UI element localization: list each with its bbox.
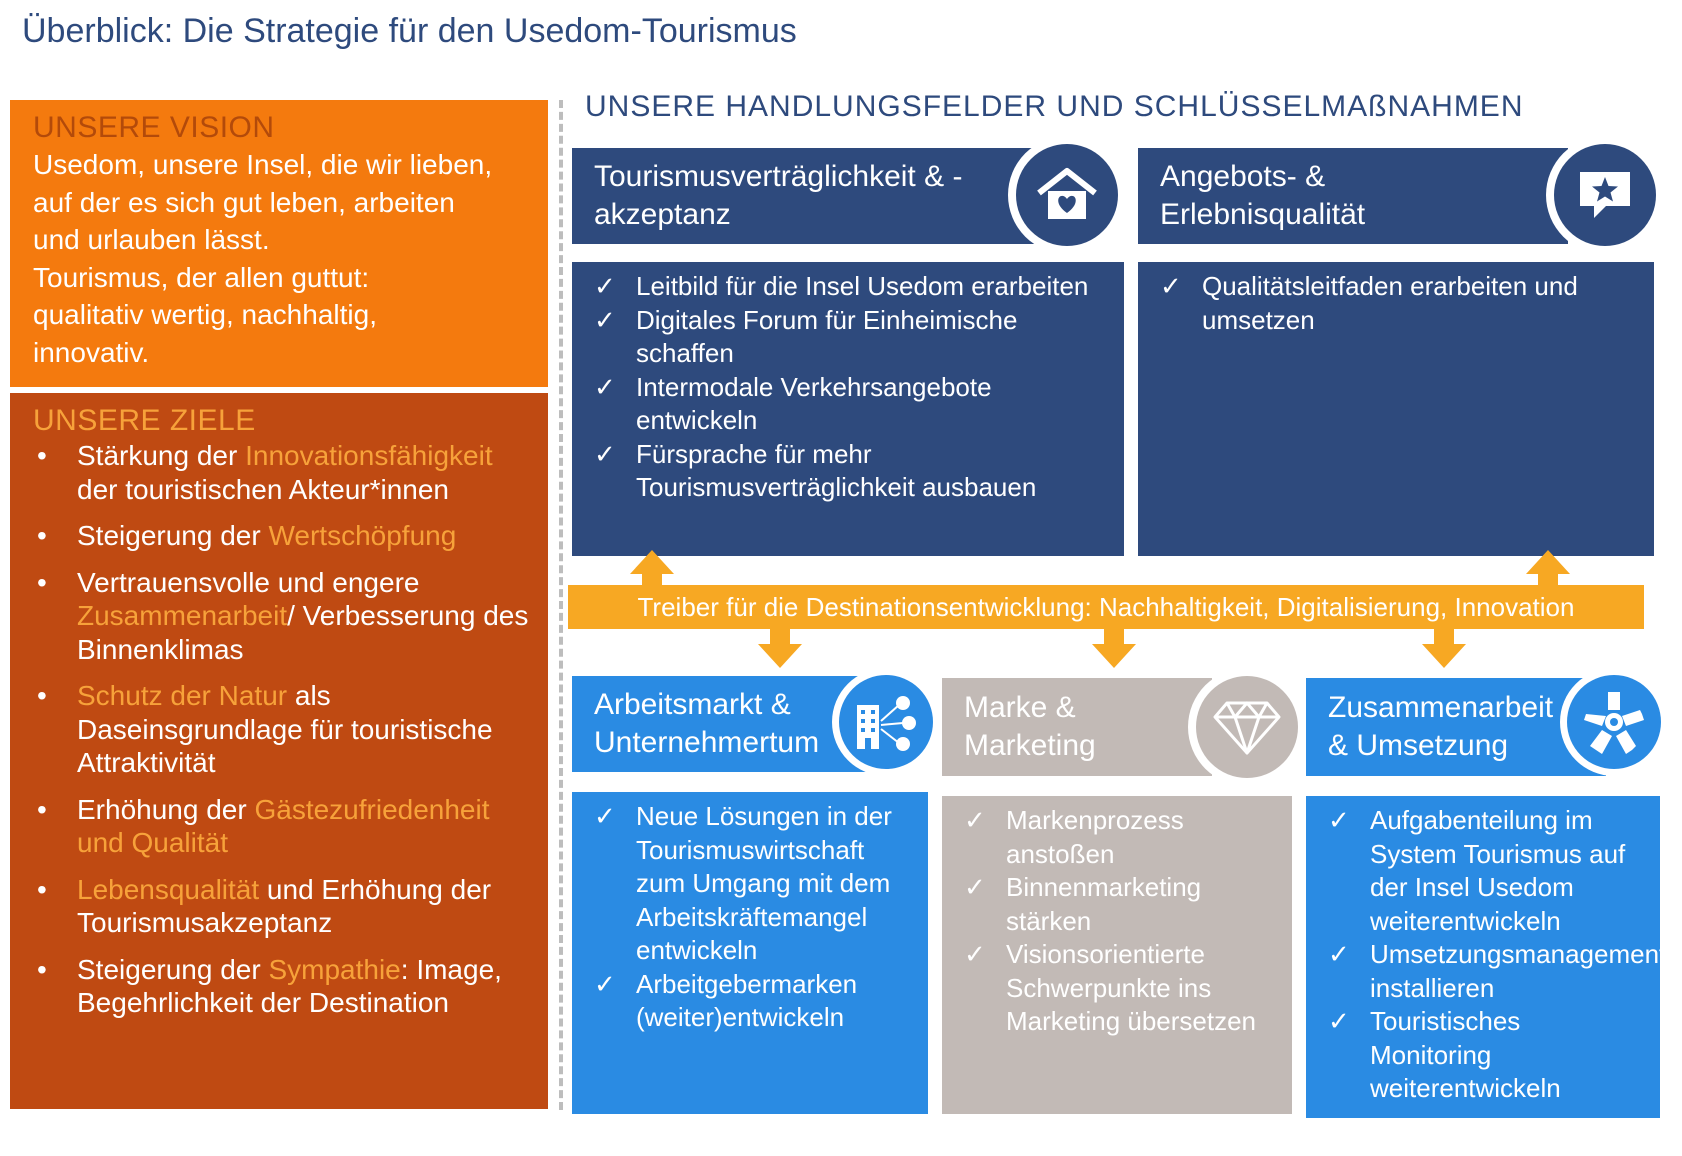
goals-list: •Stärkung der Innovationsfähigkeit der t… bbox=[33, 439, 530, 1020]
goal-highlight: Innovationsfähigkeit bbox=[245, 440, 493, 471]
driver-band: Treiber für die Destinationsentwicklung:… bbox=[568, 585, 1644, 629]
goal-highlight: Lebensqualität bbox=[77, 873, 260, 905]
goal-highlight: Wertschöpfung bbox=[268, 520, 457, 551]
measure-item: ✓Qualitätsleitfaden erarbeiten und umset… bbox=[1160, 271, 1578, 335]
goal-item: •Lebensqualität und Erhöhung der Tourism… bbox=[37, 873, 492, 939]
goal-highlight: Gästezufriedenheit und Qualität bbox=[77, 793, 490, 859]
measure-item: ✓Touristisches Monitoring weiterentwicke… bbox=[1328, 1006, 1561, 1103]
bullet-icon: • bbox=[37, 566, 47, 598]
measure-item: ✓Umsetzungsmanagement installieren bbox=[1328, 939, 1667, 1003]
check-icon: ✓ bbox=[594, 271, 616, 301]
goal-highlight: Zusammenarbeit bbox=[77, 600, 288, 631]
measure-item: ✓Binnenmarketing stärken bbox=[964, 872, 1202, 936]
vision-line: Usedom, unsere Insel, die wir lieben, bbox=[33, 149, 493, 180]
goal-item: •Steigerung der Wertschöpfung bbox=[37, 520, 457, 551]
measure-item: ✓Leitbild für die Insel Usedom erarbeite… bbox=[594, 270, 1110, 304]
card-icon-ring bbox=[1546, 136, 1664, 254]
bullet-icon: • bbox=[37, 520, 47, 551]
card-icon-ring bbox=[1188, 668, 1306, 786]
card-title: Angebots- & Erlebnisqualität bbox=[1160, 160, 1366, 231]
goal-item: •Schutz der Natur als Daseinsgrundlage f… bbox=[37, 680, 493, 778]
measure-list: ✓Aufgabenteilung im System Tourismus auf… bbox=[1328, 804, 1667, 1106]
arrow-up-icon bbox=[1526, 550, 1570, 588]
card-body-quality: ✓Qualitätsleitfaden erarbeiten und umset… bbox=[1138, 262, 1654, 556]
joined-hands-icon bbox=[1567, 675, 1661, 769]
goal-item: •Erhöhung der Gästezufriedenheit und Qua… bbox=[37, 793, 490, 859]
check-icon: ✓ bbox=[964, 939, 986, 969]
card-body-tourism: ✓Leitbild für die Insel Usedom erarbeite… bbox=[572, 262, 1124, 556]
measure-item: ✓Arbeitgebermarken (weiter)entwickeln bbox=[594, 968, 858, 1033]
goal-highlight: Sympathie bbox=[268, 953, 401, 985]
goal-highlight: Schutz der Natur bbox=[77, 680, 288, 711]
card-body-cooperation: ✓Aufgabenteilung im System Tourismus auf… bbox=[1306, 796, 1667, 1118]
arrow-down-icon bbox=[1092, 628, 1136, 668]
check-icon: ✓ bbox=[1328, 1006, 1350, 1036]
card-title: Marke & Marketing bbox=[964, 691, 1096, 762]
measure-item: ✓Neue Lösungen in der Tourismuswirtschaf… bbox=[594, 801, 892, 965]
measure-list: ✓Leitbild für die Insel Usedom erarbeite… bbox=[594, 270, 1110, 505]
measure-list: ✓Neue Lösungen in der Tourismuswirtschaf… bbox=[594, 800, 914, 1035]
card-header-cooperation: Zusammenarbeit & Umsetzung bbox=[1306, 678, 1606, 776]
arrow-down-icon bbox=[1422, 628, 1466, 668]
building-network-icon bbox=[839, 675, 933, 769]
vision-line: auf der es sich gut leben, arbeiten bbox=[33, 186, 455, 218]
bullet-icon: • bbox=[37, 680, 47, 711]
fields-heading: UNSERE HANDLUNGSFELDER UND SCHLÜSSELMAßN… bbox=[585, 90, 1524, 123]
measure-list: ✓Markenprozess anstoßen ✓Binnenmarketing… bbox=[964, 804, 1278, 1039]
check-icon: ✓ bbox=[964, 805, 986, 835]
check-icon: ✓ bbox=[594, 968, 616, 999]
diamond-icon bbox=[1196, 676, 1298, 778]
card-body-labour: ✓Neue Lösungen in der Tourismuswirtschaf… bbox=[572, 792, 928, 1114]
page-title: Überblick: Die Strategie für den Usedom-… bbox=[22, 12, 797, 50]
bullet-icon: • bbox=[37, 440, 47, 471]
star-speech-bubble-icon bbox=[1554, 144, 1656, 246]
check-icon: ✓ bbox=[964, 872, 986, 902]
goals-box: UNSERE ZIELE •Stärkung der Innovationsfä… bbox=[10, 393, 548, 1109]
vision-line: Tourismus, der allen guttut: bbox=[33, 261, 370, 293]
goals-heading: UNSERE ZIELE bbox=[33, 404, 256, 437]
measure-item: ✓Digitales Forum für Einheimische schaff… bbox=[594, 304, 1018, 369]
bullet-icon: • bbox=[37, 873, 47, 905]
check-icon: ✓ bbox=[1328, 805, 1350, 835]
arrow-up-icon bbox=[630, 550, 674, 588]
bullet-icon: • bbox=[37, 953, 47, 985]
measure-item: ✓Visionsorientierte Schwerpunkte ins Mar… bbox=[964, 939, 1257, 1036]
vision-line: qualitativ wertig, nachhaltig, bbox=[33, 299, 377, 330]
card-title: Arbeitsmarkt & Unternehmertum bbox=[594, 688, 820, 759]
vision-heading: UNSERE VISION bbox=[33, 111, 275, 144]
goal-item: •Stärkung der Innovationsfähigkeit der t… bbox=[37, 440, 493, 505]
house-heart-icon bbox=[1016, 144, 1118, 246]
measure-list: ✓Qualitätsleitfaden erarbeiten und umset… bbox=[1160, 270, 1640, 337]
card-header-tourism: Tourismusverträglichkeit & - akzeptanz bbox=[572, 148, 1062, 244]
card-icon-ring bbox=[832, 668, 940, 776]
check-icon: ✓ bbox=[1328, 939, 1350, 969]
arrow-down-icon bbox=[758, 628, 802, 668]
check-icon: ✓ bbox=[1160, 271, 1182, 301]
check-icon: ✓ bbox=[594, 801, 616, 831]
check-icon: ✓ bbox=[594, 304, 616, 335]
column-divider bbox=[559, 100, 563, 1110]
measure-item: ✓Fürsprache für mehr Tourismusverträglic… bbox=[594, 438, 1037, 503]
card-title: Zusammenarbeit & Umsetzung bbox=[1328, 691, 1554, 762]
measure-item: ✓Aufgabenteilung im System Tourismus auf… bbox=[1328, 805, 1626, 936]
card-icon-ring bbox=[1008, 136, 1126, 254]
card-header-brand: Marke & Marketing bbox=[942, 678, 1212, 776]
goal-item: •Steigerung der Sympathie: Image, Begehr… bbox=[37, 953, 502, 1019]
check-icon: ✓ bbox=[594, 438, 616, 469]
check-icon: ✓ bbox=[594, 371, 616, 402]
card-header-quality: Angebots- & Erlebnisqualität bbox=[1138, 148, 1568, 244]
vision-text: Usedom, unsere Insel, die wir lieben, au… bbox=[33, 146, 528, 371]
measure-item: ✓Markenprozess anstoßen bbox=[964, 805, 1184, 869]
vision-box: UNSERE VISION Usedom, unsere Insel, die … bbox=[10, 100, 548, 387]
vision-line: und urlauben lässt. bbox=[33, 224, 270, 255]
vision-line: innovativ. bbox=[33, 336, 150, 368]
card-header-labour: Arbeitsmarkt & Unternehmertum bbox=[572, 676, 872, 772]
card-title: Tourismusverträglichkeit & - akzeptanz bbox=[594, 160, 963, 231]
card-body-brand: ✓Markenprozess anstoßen ✓Binnenmarketing… bbox=[942, 796, 1292, 1114]
card-icon-ring bbox=[1560, 668, 1668, 776]
goal-item: •Vertrauensvolle und engere Zusammenarbe… bbox=[37, 566, 529, 665]
measure-item: ✓Intermodale Verkehrsangebote entwickeln bbox=[594, 371, 992, 436]
bullet-icon: • bbox=[37, 793, 47, 825]
